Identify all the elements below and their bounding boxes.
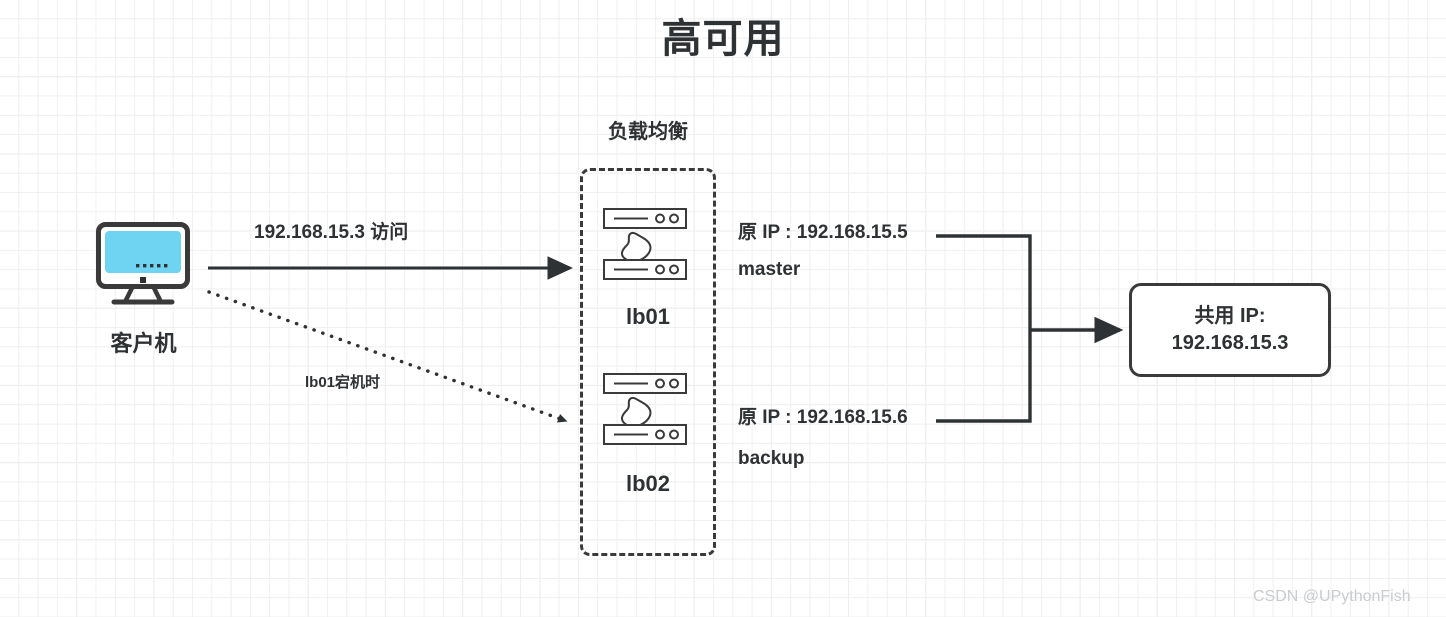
server-name-lb02: lb02 — [625, 471, 671, 496]
connector-client-to-lb02-failover — [207, 290, 568, 423]
load-balancer-group-box — [580, 168, 716, 556]
watermark: CSDN @UPythonFish — [1253, 588, 1411, 605]
shared-ip-line1: 共用 IP: — [1194, 305, 1266, 327]
page-title: 高可用 — [661, 17, 785, 61]
lb02-ip-label: 原 IP : 192.168.15.6 — [738, 407, 908, 428]
client-label: 客户机 — [110, 331, 177, 356]
server-name-lb01: lb01 — [625, 304, 671, 329]
shared-ip-box: 共用 IP: 192.168.15.3 — [1129, 283, 1331, 377]
connector-master-ip-to-shared — [936, 234, 1032, 330]
primary-flow-label: 192.168.15.3 访问 — [254, 222, 409, 243]
lb01-role-label: master — [738, 259, 801, 280]
server-rack-icon-lb02 — [602, 372, 688, 450]
lb02-role-label: backup — [738, 448, 805, 469]
lb01-ip-label: 原 IP : 192.168.15.5 — [738, 222, 908, 243]
server-rack-icon-lb01 — [602, 207, 688, 285]
shared-ip-line2: 192.168.15.3 — [1171, 332, 1289, 354]
connector-backup-ip-to-shared — [936, 330, 1032, 423]
load-balancer-group-title: 负载均衡 — [608, 121, 688, 143]
desktop-monitor-icon — [96, 222, 190, 306]
failover-flow-label: lb01宕机时 — [305, 374, 381, 391]
